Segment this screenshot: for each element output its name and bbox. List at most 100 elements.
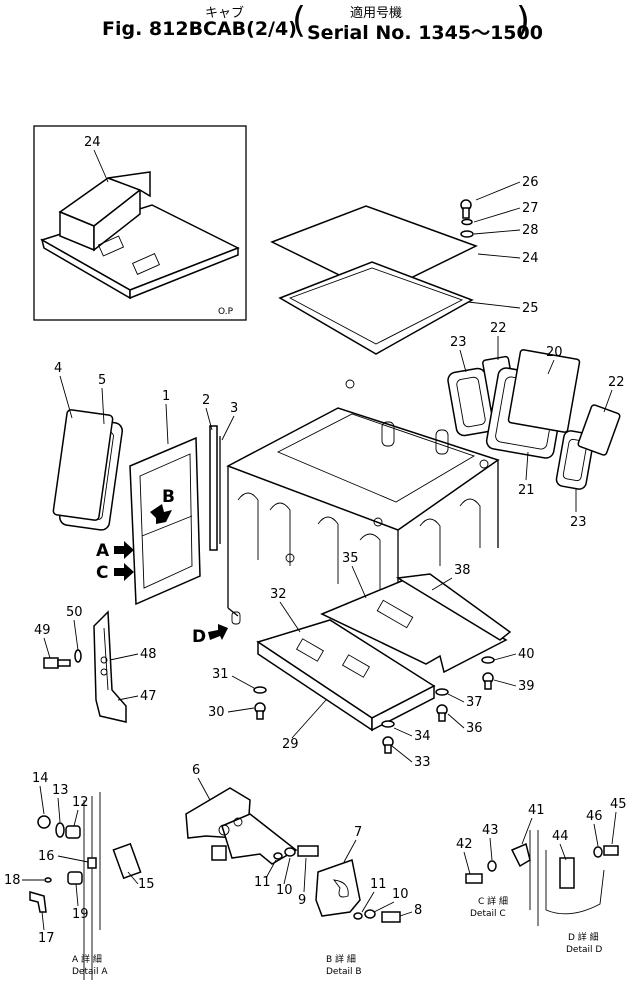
detail-b: 6 11 10 9 7 11 10 8 B 詳 細 Detail B	[185, 763, 422, 977]
washer-31	[253, 686, 267, 694]
svg-text:33: 33	[414, 755, 431, 770]
svg-text:31: 31	[212, 667, 229, 682]
floor-fasteners: 31 30 34 33 37 36 40 39	[208, 647, 535, 770]
view-arrows: B A C D	[96, 487, 241, 647]
door-assembly: 1 2 3 4 5	[52, 361, 238, 606]
detail-c-jp: C 詳 細	[478, 895, 508, 907]
figure-header: キャブ Fig. 812B CAB(2/4) ( 適用号機 Serial No.…	[0, 0, 628, 50]
floor-rail-38	[395, 573, 512, 641]
svg-text:26: 26	[522, 175, 539, 190]
svg-text:42: 42	[456, 837, 473, 852]
svg-text:2: 2	[202, 393, 210, 408]
detail-b-jp: B 詳 細	[326, 953, 356, 965]
washer-50	[74, 649, 82, 663]
svg-text:23: 23	[570, 515, 587, 530]
striker-7	[315, 859, 361, 917]
svg-text:49: 49	[34, 623, 51, 638]
svg-text:15: 15	[138, 877, 155, 892]
nut-14	[37, 815, 51, 829]
svg-text:46: 46	[586, 809, 603, 824]
roof-gasket	[278, 261, 474, 355]
figure-number: Fig. 812B	[102, 18, 204, 40]
svg-text:9: 9	[298, 893, 306, 908]
svg-text:50: 50	[66, 605, 83, 620]
washer-11b	[353, 912, 363, 920]
detail-c-label: Detail C	[470, 909, 506, 919]
pin-16	[87, 857, 97, 869]
svg-text:36: 36	[466, 721, 483, 736]
inset-op-label: O.P	[218, 307, 234, 317]
svg-text:1: 1	[162, 389, 170, 404]
svg-text:8: 8	[414, 903, 422, 918]
view-arrow-a-label: A	[96, 541, 110, 561]
svg-text:14: 14	[32, 771, 49, 786]
roof-plate-assembly: 26 27 28 24 25	[270, 175, 539, 355]
cab-structure	[226, 379, 500, 617]
glass-20	[507, 349, 581, 433]
close-paren: )	[516, 0, 531, 41]
svg-text:4: 4	[54, 361, 62, 376]
spring-19	[67, 871, 83, 885]
svg-text:3: 3	[230, 401, 238, 416]
bolt-8	[381, 911, 401, 923]
bracket-assembly: 49 50 48 47	[34, 605, 157, 723]
detail-b-label: Detail B	[326, 967, 362, 977]
svg-text:34: 34	[414, 729, 431, 744]
view-arrow-a	[114, 541, 134, 559]
svg-text:23: 23	[450, 335, 467, 350]
view-arrow-b-label: B	[162, 487, 175, 507]
washer-46	[593, 846, 603, 858]
washer-10	[284, 847, 296, 857]
washer-40	[481, 656, 495, 664]
bolt-45	[603, 845, 619, 856]
svg-text:41: 41	[528, 803, 545, 818]
title-japanese: キャブ	[205, 6, 245, 21]
svg-text:18: 18	[4, 873, 21, 888]
floor-plates: 35 38 32 29	[256, 551, 512, 752]
svg-text:10: 10	[392, 887, 409, 902]
pin-18	[44, 877, 52, 883]
svg-text:6: 6	[192, 763, 200, 778]
svg-text:40: 40	[518, 647, 535, 662]
open-paren: (	[292, 0, 307, 41]
svg-text:35: 35	[342, 551, 359, 566]
detail-d-label: Detail D	[566, 945, 602, 955]
svg-text:22: 22	[490, 321, 507, 336]
detail-d: 44 46 45 D 詳 細 Detail D	[545, 797, 627, 955]
washer-34	[381, 720, 395, 728]
serial-range: Serial No. 1345～1500	[307, 22, 543, 44]
bracket-44	[559, 857, 575, 889]
svg-text:16: 16	[38, 849, 55, 864]
washer-11	[273, 852, 283, 860]
svg-text:7: 7	[354, 825, 362, 840]
svg-text:38: 38	[454, 563, 471, 578]
washer-13	[55, 822, 65, 838]
latch-15	[112, 842, 142, 880]
svg-text:43: 43	[482, 823, 499, 838]
svg-text:5: 5	[98, 373, 106, 388]
svg-text:25: 25	[522, 301, 539, 316]
svg-text:19: 19	[72, 907, 89, 922]
side-windows: 23 22 20 22 21 23	[447, 321, 625, 530]
inset-frame	[33, 125, 247, 321]
view-arrow-c-label: C	[96, 563, 108, 583]
svg-text:37: 37	[466, 695, 483, 710]
svg-text:11: 11	[254, 875, 271, 890]
view-arrow-d-label: D	[192, 627, 206, 647]
door-seal-2	[209, 425, 218, 551]
bracket-41	[510, 842, 531, 868]
svg-text:21: 21	[518, 483, 535, 498]
svg-text:48: 48	[140, 647, 157, 662]
svg-text:28: 28	[522, 223, 539, 238]
svg-text:22: 22	[608, 375, 625, 390]
svg-text:13: 13	[52, 783, 69, 798]
detail-a-jp: A 詳 細	[72, 953, 102, 965]
glass-22-right	[577, 404, 621, 456]
detail-d-jp: D 詳 細	[568, 931, 599, 943]
svg-text:12: 12	[72, 795, 89, 810]
svg-text:10: 10	[276, 883, 293, 898]
spring-12	[65, 825, 81, 839]
bolt-9	[297, 845, 319, 857]
svg-text:45: 45	[610, 797, 627, 812]
svg-text:44: 44	[552, 829, 569, 844]
